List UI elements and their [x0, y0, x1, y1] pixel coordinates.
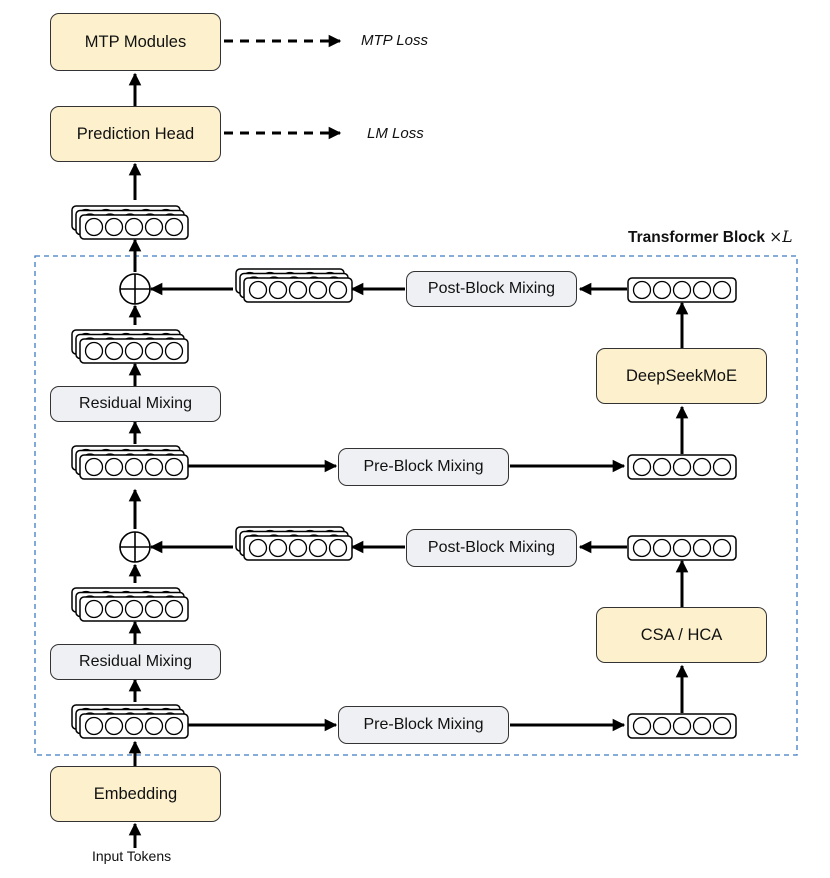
title-count: L: [782, 228, 793, 246]
sum-node-bottom: [119, 531, 151, 563]
transformer-block-frame: [34, 255, 798, 756]
sum-node-top: [119, 273, 151, 305]
post-block-mixing-bottom-box: Post-Block Mixing: [406, 529, 577, 567]
lm-loss-label: LM Loss: [367, 125, 424, 142]
vector-stack-post-top-layer-1: [243, 277, 353, 303]
csa-hca-box: CSA / HCA: [596, 607, 767, 663]
residual-mixing-top-box: Residual Mixing: [50, 386, 221, 422]
arrows: [128, 34, 689, 848]
vector-stack-embedding-layer-1: [79, 713, 189, 739]
vector-moe-output: [627, 277, 737, 303]
vector-stack-after-sum-bottom-layer-1: [79, 596, 189, 622]
vector-stack-after-sum-top-layer-1: [79, 338, 189, 364]
deepseek-moe-box: DeepSeekMoE: [596, 348, 767, 404]
vector-moe-input: [627, 454, 737, 480]
prediction-head-box: Prediction Head: [50, 106, 221, 162]
vector-attn-output: [627, 535, 737, 561]
pre-block-mixing-bottom-box: Pre-Block Mixing: [338, 706, 509, 744]
title-text: Transformer Block: [628, 229, 765, 246]
mtp-loss-label: MTP Loss: [361, 32, 428, 49]
vector-stack-post-bottom-layer-1: [243, 535, 353, 561]
pre-block-mixing-top-box: Pre-Block Mixing: [338, 448, 509, 486]
vector-stack-after-residual-top-layer-1: [79, 454, 189, 480]
input-tokens-label: Input Tokens: [92, 848, 172, 864]
post-block-mixing-top-box: Post-Block Mixing: [406, 271, 577, 307]
residual-mixing-bottom-box: Residual Mixing: [50, 644, 221, 680]
transformer-block-title: Transformer Block ×L: [628, 228, 793, 247]
embedding-box: Embedding: [50, 766, 221, 822]
vector-layer: [71, 205, 737, 739]
title-multiplier: ×: [769, 228, 783, 246]
mtp-modules-box: MTP Modules: [50, 13, 221, 71]
vector-attn-input: [627, 713, 737, 739]
vector-stack-output-layer-1: [79, 214, 189, 240]
